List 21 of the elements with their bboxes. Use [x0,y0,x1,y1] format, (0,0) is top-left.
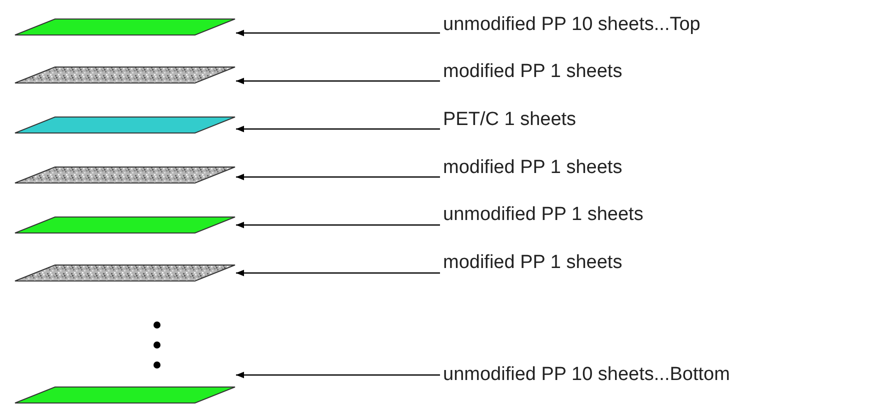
layer-sheet [14,166,236,184]
arrow [236,372,440,378]
arrow [236,270,440,276]
arrow [236,174,440,180]
layer-sheet [14,18,236,36]
arrow [236,78,440,84]
layer-sheet [14,216,236,234]
layer-sheet [14,66,236,84]
arrow [236,30,440,36]
layer-label: unmodified PP 1 sheets [443,203,644,227]
layer-sheet [14,116,236,134]
layer-label: modified PP 1 sheets [443,156,622,180]
layer-sheet [14,264,236,282]
layer-label: unmodified PP 10 sheets...Bottom [443,363,730,387]
layer-label: unmodified PP 10 sheets...Top [443,13,700,37]
layer-label: PET/C 1 sheets [443,108,576,132]
layer-sheet [14,386,236,404]
arrow [236,126,440,132]
layer-label: modified PP 1 sheets [443,251,622,275]
layer-label: modified PP 1 sheets [443,60,622,84]
arrow [236,222,440,228]
